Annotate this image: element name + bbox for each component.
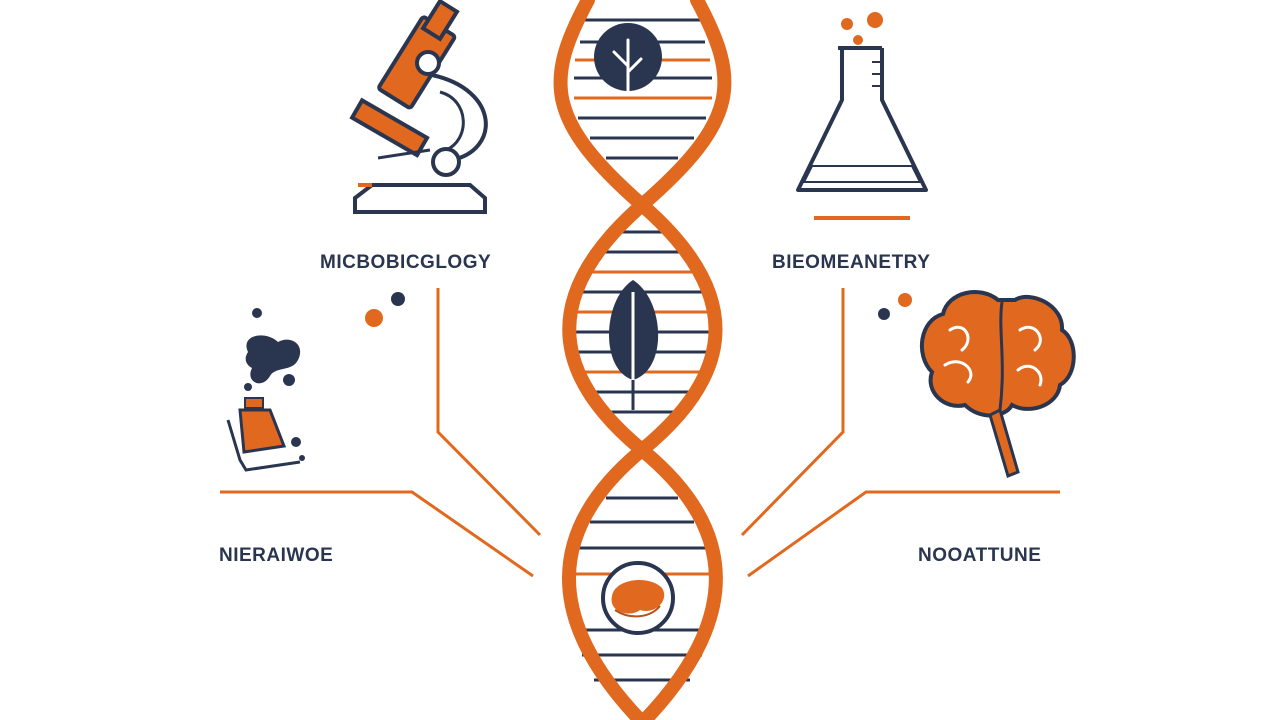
- connector-lines: [220, 288, 1060, 578]
- chemistry-blobs-icon: [226, 292, 405, 472]
- leaf-icon: [608, 280, 659, 410]
- connector-bottom-left: [220, 490, 534, 578]
- connector-bottom-right: [747, 490, 1060, 578]
- brain-icon: [878, 290, 1076, 479]
- label-bottom-left: NIERAIWOE: [219, 545, 334, 566]
- helix-strands: [553, 0, 732, 720]
- label-bottom-right: NOOATTUNE: [918, 545, 1042, 566]
- flask-icon: [796, 12, 928, 220]
- connector-top-left: [436, 288, 542, 537]
- label-top-right: BIEOMEANETRY: [772, 252, 931, 273]
- connector-top-right: [740, 288, 845, 537]
- dna-helix-icon: [553, 0, 732, 720]
- microscope-icon: [349, 0, 488, 214]
- leaf-icon: [594, 23, 662, 94]
- label-top-left: MICBOBICGLOGY: [320, 252, 492, 273]
- organ-icon: [601, 561, 675, 635]
